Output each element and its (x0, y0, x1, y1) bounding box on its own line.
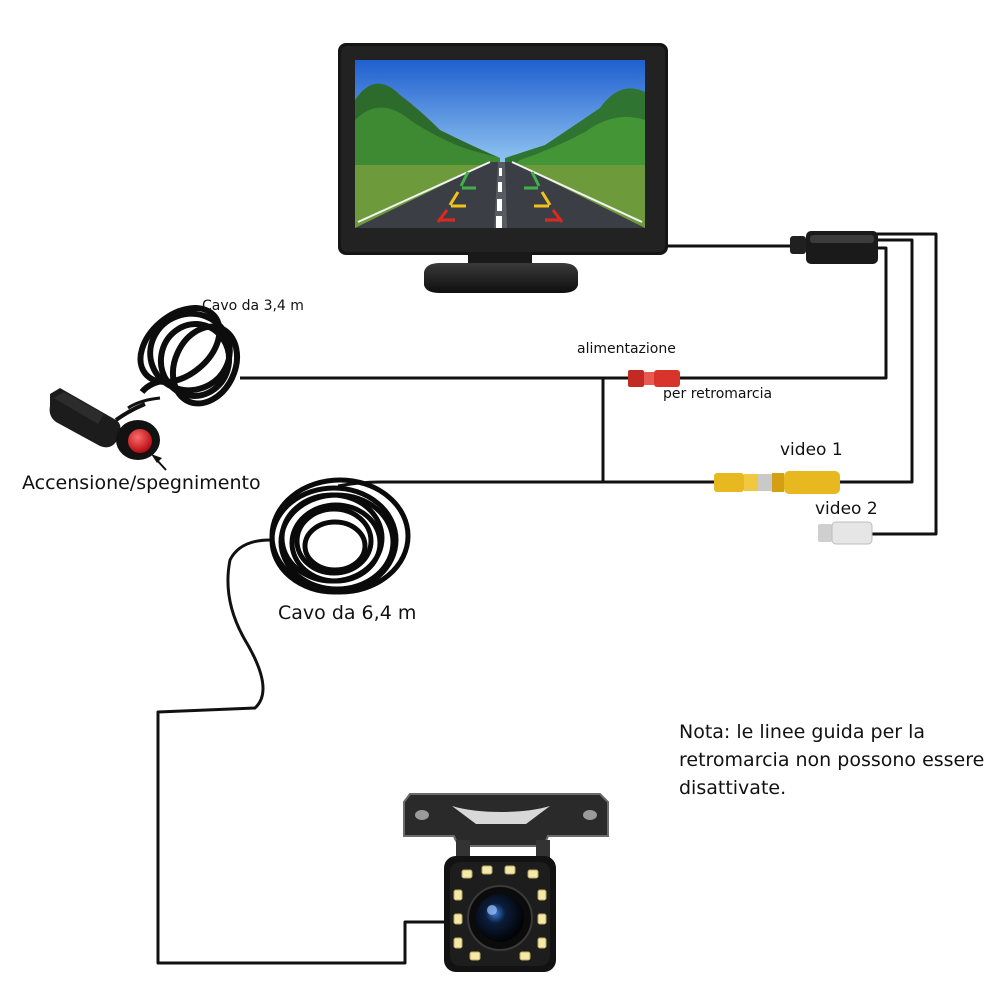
monitor-icon (338, 43, 668, 293)
camera-icon (403, 793, 609, 972)
wiring (127, 232, 938, 965)
arrow-icon (151, 454, 167, 471)
cable-length-long-label: Cavo da 6,4 m (278, 602, 417, 624)
note-line: retromarcia non possono essere (679, 749, 985, 771)
rca-connector-icon (714, 471, 840, 494)
power-switch-label: Accensione/spegnimento (22, 472, 261, 494)
cable-length-short-label: Cavo da 3,4 m (202, 298, 304, 314)
rca-connector-icon (628, 370, 680, 387)
cable-junction (790, 231, 878, 264)
note-line: disattivate. (679, 777, 787, 799)
video1-label: video 1 (780, 440, 843, 460)
car-charger-icon (49, 388, 160, 460)
video2-label: video 2 (815, 499, 878, 519)
monitor-screen (355, 60, 645, 228)
parking-guide-lines (436, 171, 564, 223)
power-switch-icon (128, 429, 152, 453)
cable-coil-icon (269, 477, 411, 595)
rca-connector-icon (818, 521, 873, 545)
cable-coil-icon (137, 305, 241, 407)
reverse-label: per retromarcia (663, 386, 773, 402)
note-line: Nota: le linee guida per la (679, 721, 926, 743)
power-label: alimentazione (577, 341, 676, 357)
note-text: Nota: le linee guida per la retromarcia … (679, 718, 999, 802)
